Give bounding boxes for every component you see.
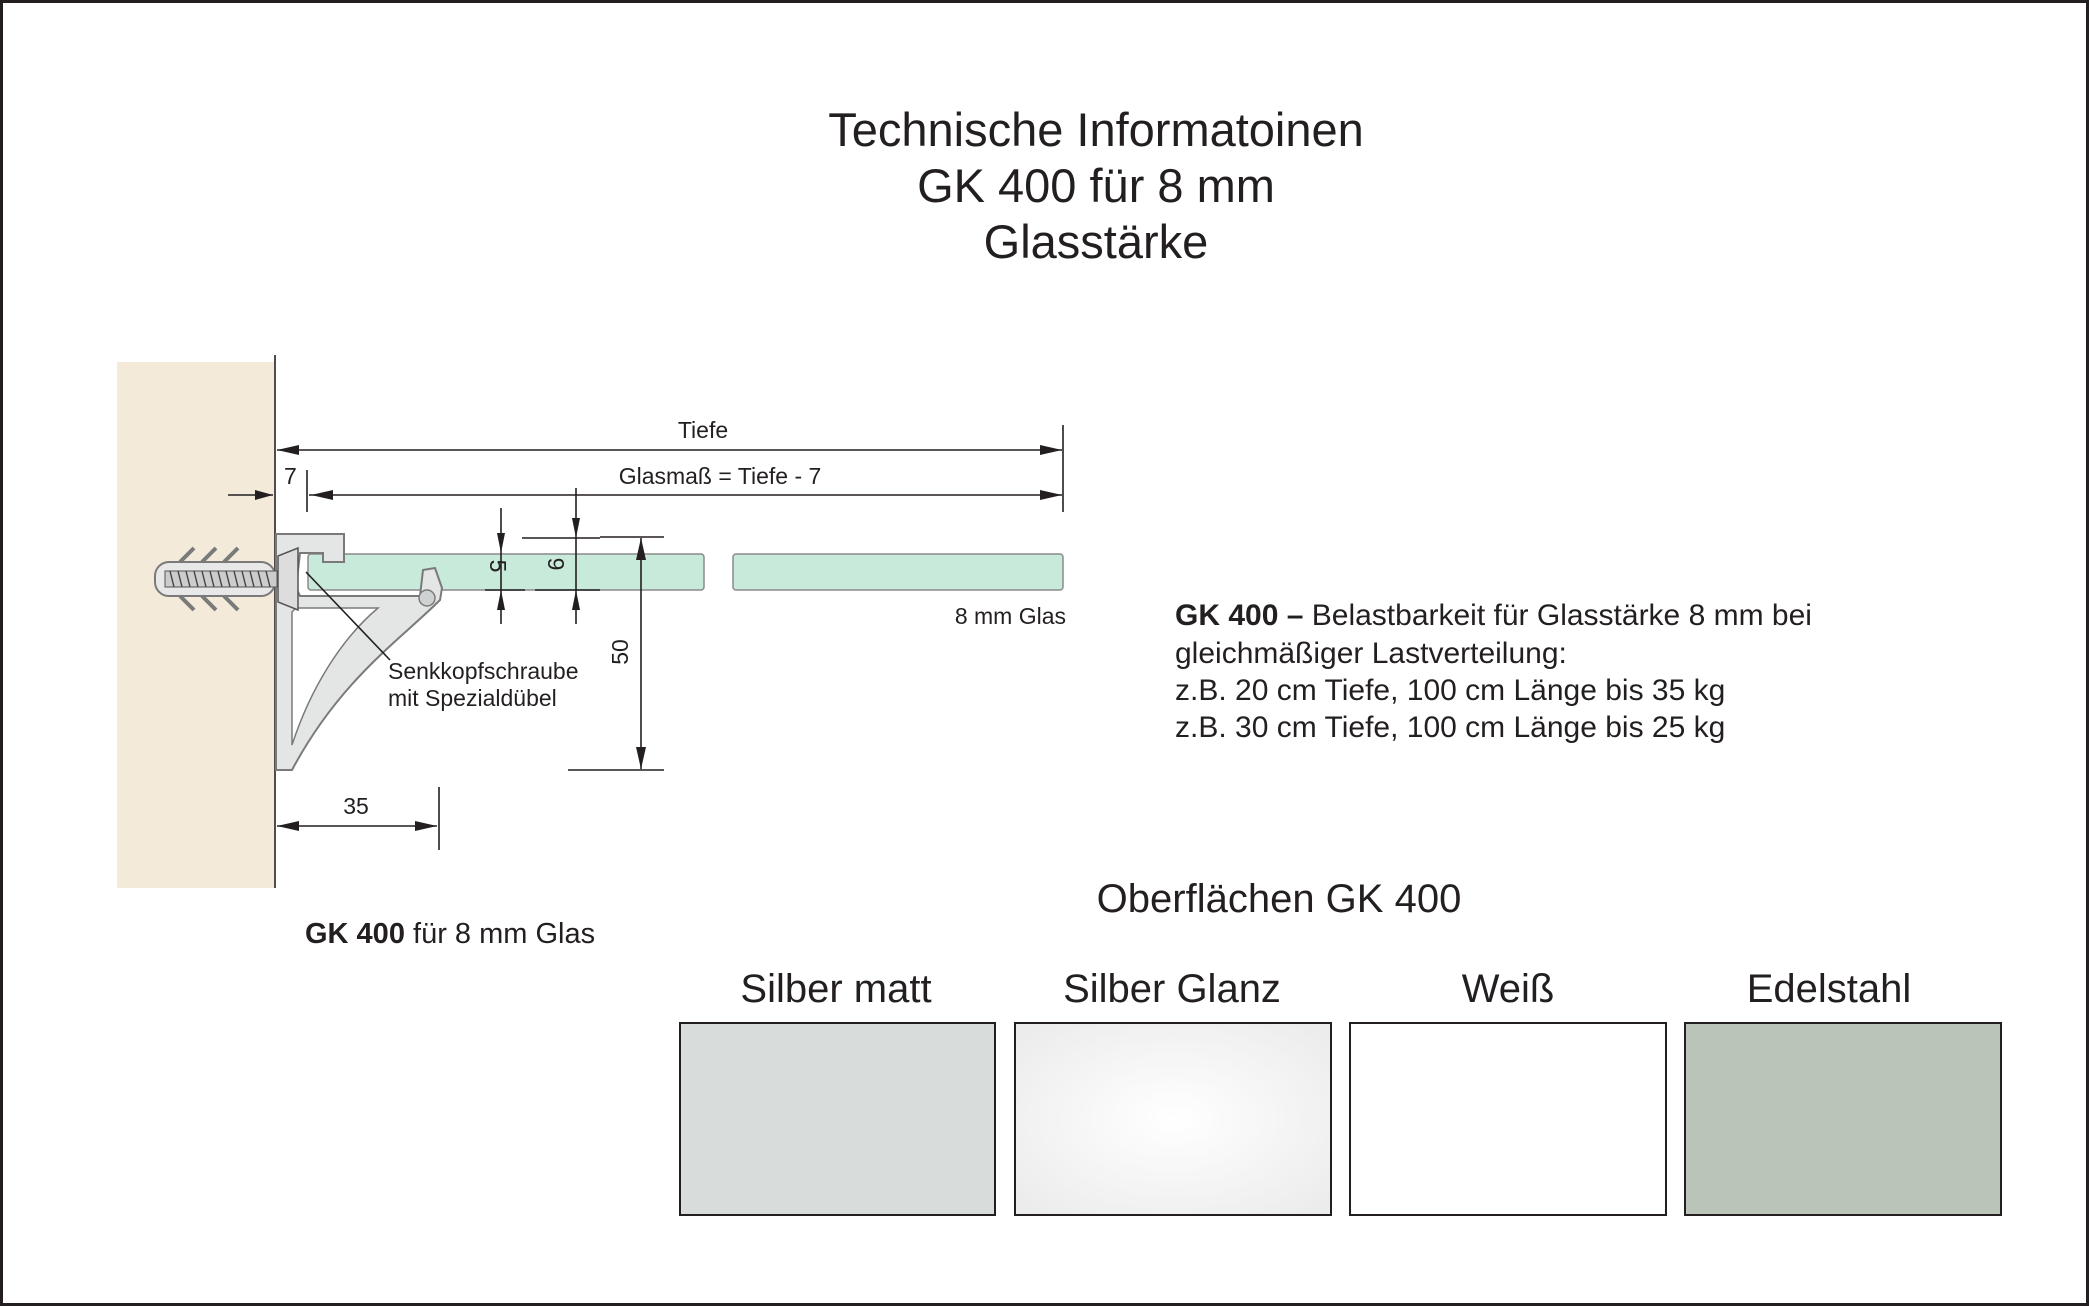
swatch-label-edelstahl: Edelstahl xyxy=(1747,967,1912,1011)
screw-with-dowel-icon xyxy=(154,546,299,612)
wall xyxy=(117,362,274,888)
screw-label-2: mit Spezialdübel xyxy=(388,685,557,711)
load-info-bold: GK 400 – xyxy=(1175,599,1303,632)
dim-50-label: 50 xyxy=(607,639,633,665)
surfaces-heading: Oberflächen GK 400 xyxy=(1097,877,1462,921)
screw-leader-line xyxy=(305,571,391,661)
caption-bold: GK 400 xyxy=(305,918,405,950)
bracket-nub xyxy=(418,589,436,607)
dimension-9: 9 xyxy=(522,488,600,624)
dimension-glasmass: Glasmaß = Tiefe - 7 7 xyxy=(228,463,1062,512)
dimension-35: 35 xyxy=(277,787,440,850)
swatch-edelstahl xyxy=(1684,1022,2002,1216)
title-line-1: Technische Informatoinen xyxy=(828,103,1364,156)
title-line-2: GK 400 für 8 mm xyxy=(917,159,1275,212)
swatch-label-silber-matt: Silber matt xyxy=(740,967,931,1011)
glass-panel-right xyxy=(732,553,1064,591)
dim-9-label: 9 xyxy=(543,558,569,571)
load-info-line-4: z.B. 30 cm Tiefe, 100 cm Länge bis 25 kg xyxy=(1175,711,1725,744)
bracket-cavity xyxy=(291,607,381,746)
dimension-50: 50 xyxy=(568,536,664,771)
drawing-caption: GK 400 für 8 mm Glas xyxy=(305,918,595,950)
load-info-line-1: GK 400 – Belastbarkeit für Glasstärke 8 … xyxy=(1175,599,1812,632)
dimension-tiefe: Tiefe xyxy=(277,417,1064,512)
glasmass-label: Glasmaß = Tiefe - 7 xyxy=(619,463,822,489)
load-info-line-3: z.B. 20 cm Tiefe, 100 cm Länge bis 35 kg xyxy=(1175,674,1725,707)
dim-5-label: 5 xyxy=(485,560,511,573)
swatch-silber-glanz xyxy=(1014,1022,1332,1216)
tiefe-label: Tiefe xyxy=(678,417,728,443)
swatch-label-weiss: Weiß xyxy=(1462,967,1555,1011)
load-info-line-1-rest: Belastbarkeit für Glasstärke 8 mm bei xyxy=(1303,599,1812,632)
caption-rest: für 8 mm Glas xyxy=(405,918,595,950)
dim-7-label: 7 xyxy=(284,463,297,489)
swatch-silber-matt xyxy=(679,1022,996,1216)
glass-label: 8 mm Glas xyxy=(955,603,1066,629)
swatch-label-silber-glanz: Silber Glanz xyxy=(1063,967,1281,1011)
load-info: GK 400 – Belastbarkeit für Glasstärke 8 … xyxy=(1175,599,1812,744)
load-info-line-2: gleichmäßiger Lastverteilung: xyxy=(1175,637,1567,670)
title-line-3: Glasstärke xyxy=(984,215,1209,268)
dim-35-label: 35 xyxy=(343,793,369,819)
dimension-5: 5 xyxy=(485,508,525,624)
screw-label-1: Senkkopfschraube xyxy=(388,658,579,684)
swatch-weiss xyxy=(1349,1022,1667,1216)
